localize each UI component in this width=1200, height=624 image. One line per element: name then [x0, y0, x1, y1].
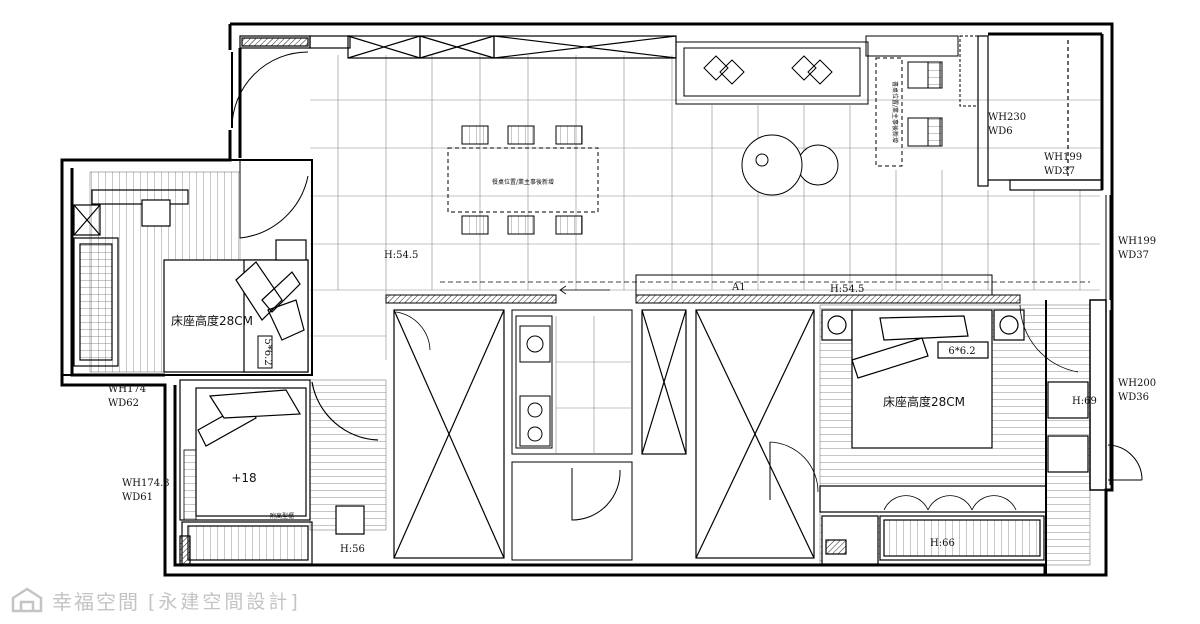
house-logo-icon [11, 587, 43, 613]
mark-wd62: WD62 [108, 398, 139, 409]
watermark: 幸福空間 [永建空間設計] [10, 585, 301, 615]
mark-h69: H:69 [1072, 396, 1097, 407]
left-bed-size: 5*6.2 [262, 338, 273, 365]
entry-door [231, 51, 309, 129]
left-bed-size-box [257, 335, 273, 369]
watermark-brand: 幸福空間 [52, 589, 140, 614]
child-bed-label: +18 [231, 471, 256, 485]
right-closet-room [977, 35, 1103, 191]
left-bed-height-label: 床座高度28CM [171, 313, 253, 328]
desk-note: 附高型櫃 [270, 512, 294, 520]
mark-wh174: WH174 [108, 384, 146, 395]
mark-h56: H:56 [340, 544, 365, 555]
right-bed-size: 6*6.2 [948, 346, 975, 357]
mark-h66: H:66 [930, 538, 955, 549]
mark-wd36: WD36 [1118, 392, 1149, 403]
mark-wd37-a: WD37 [1044, 166, 1075, 177]
dining-table [447, 125, 599, 235]
watermark-designer: [永建空間設計] [148, 590, 301, 613]
mark-h54-5-b: H:54.5 [830, 284, 864, 295]
left-bedroom-door [239, 160, 309, 239]
left-bedroom-outline [61, 159, 313, 376]
mark-a1: A1 [731, 282, 746, 293]
left-bedroom [73, 171, 309, 373]
mark-wh199-b: WH199 [1118, 236, 1156, 247]
kitchen [511, 309, 633, 561]
child-room [179, 379, 387, 565]
mark-wh200: WH200 [1118, 378, 1156, 389]
dimension-labels: WH174 WD62 WH174.3 WD61 WH230 WD6 WH199 … [108, 112, 1156, 555]
study-desk [865, 35, 979, 167]
central-closets [393, 309, 815, 559]
sofa [675, 41, 869, 105]
right-bed-height-label: 床座高度28CM [883, 394, 965, 409]
mark-wh230: WH230 [988, 112, 1026, 123]
mark-wd6: WD6 [988, 126, 1013, 137]
mark-wd61: WD61 [122, 492, 153, 503]
dining-note: 餐桌位置/業主事後新增 [492, 178, 554, 186]
upper-cabinets [239, 35, 677, 59]
partition-counter [385, 274, 1090, 304]
mark-wh199-a: WH199 [1044, 152, 1082, 163]
master-bedroom [769, 299, 1107, 575]
mark-h54-5-a: H:54.5 [384, 250, 418, 261]
living-tile-grid [310, 55, 1100, 360]
study-note: 書桌位置/業主事後新增 [891, 81, 899, 143]
coffee-tables [741, 134, 839, 196]
mark-wh174-3: WH174.3 [122, 478, 170, 489]
mark-wd37-b: WD37 [1118, 250, 1149, 261]
